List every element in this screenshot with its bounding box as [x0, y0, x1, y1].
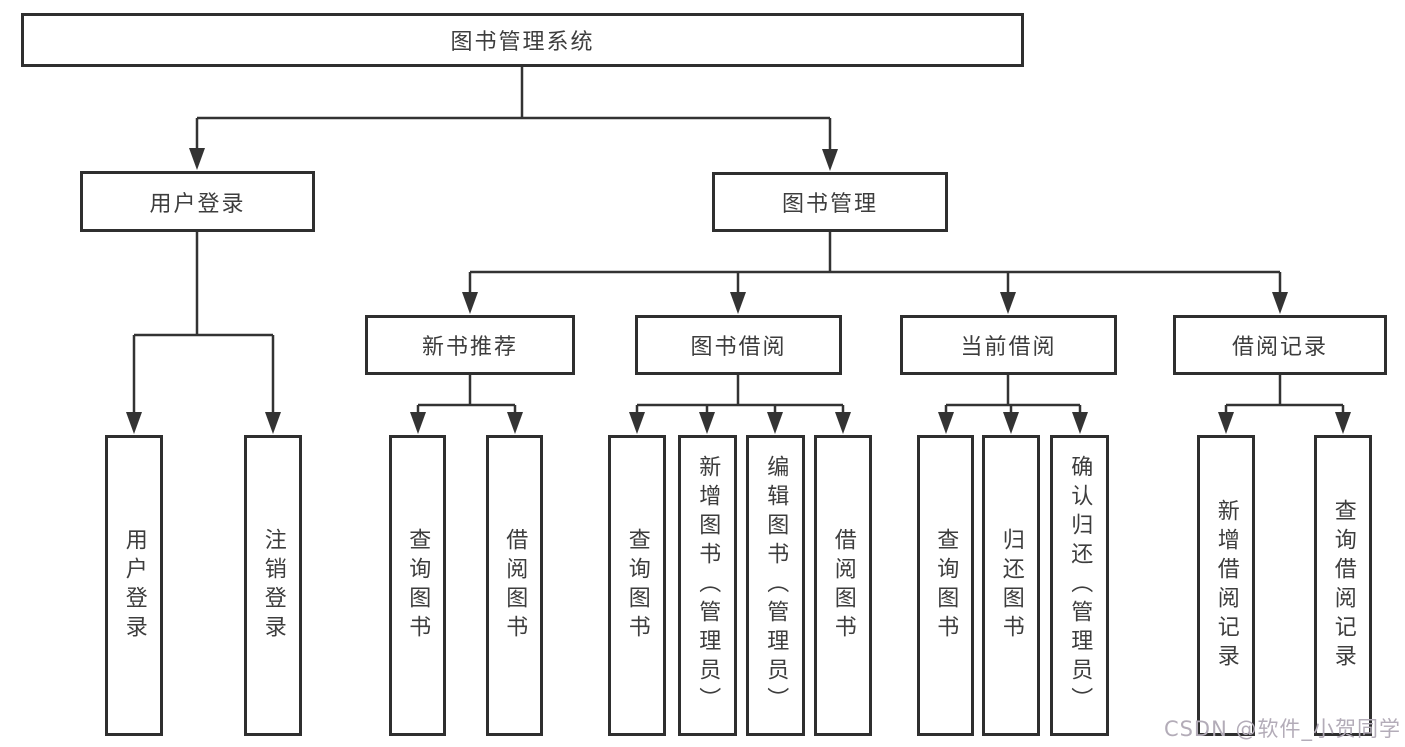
leaf-current-query-books: 查询图书 [917, 435, 974, 736]
leaf-user-login-label: 用户登录 [121, 527, 147, 644]
node-user-login: 用户登录 [80, 171, 315, 232]
node-current-borrow-label: 当前借阅 [960, 335, 1057, 360]
leaf-confirm-return-admin: 确认归还（管理员） [1050, 435, 1109, 736]
arrowhead-down-icon [1335, 412, 1351, 434]
leaf-user-login: 用户登录 [105, 435, 163, 736]
node-book-management: 图书管理 [712, 172, 948, 232]
leaf-add-books-admin: 新增图书（管理员） [678, 435, 737, 736]
node-root-system: 图书管理系统 [21, 13, 1024, 67]
arrowhead-down-icon [410, 412, 426, 434]
leaf-return-books: 归还图书 [982, 435, 1040, 736]
connector-book-management-to-level3 [462, 232, 1288, 314]
arrowhead-down-icon [767, 412, 783, 434]
arrowhead-down-icon [1000, 292, 1016, 314]
leaf-logout-label: 注销登录 [260, 527, 286, 644]
leaf-add-borrow-record-label: 新增借阅记录 [1213, 498, 1239, 673]
arrowhead-down-icon [1072, 412, 1088, 434]
arrowhead-down-icon [629, 412, 645, 434]
node-user-login-label: 用户登录 [149, 191, 246, 217]
connector-new-book-to-leaves [410, 375, 523, 434]
arrowhead-down-icon [938, 412, 954, 434]
arrowhead-down-icon [1218, 412, 1234, 434]
connector-user-login-to-leaves [126, 232, 281, 434]
node-book-borrow-label: 图书借阅 [690, 335, 787, 360]
arrowhead-down-icon [507, 412, 523, 434]
leaf-edit-books-admin: 编辑图书（管理员） [746, 435, 805, 736]
leaf-query-borrow-record-label: 查询借阅记录 [1330, 498, 1356, 673]
arrowhead-down-icon [462, 292, 478, 314]
arrowhead-down-icon [265, 412, 281, 434]
arrowhead-down-icon [730, 292, 746, 314]
arrowhead-down-icon [699, 412, 715, 434]
arrowhead-down-icon [1003, 412, 1019, 434]
arrowhead-down-icon [189, 148, 205, 170]
node-new-book-recommend: 新书推荐 [365, 315, 575, 375]
node-book-management-label: 图书管理 [781, 192, 878, 217]
leaf-borrow-query-books-label: 查询图书 [624, 527, 650, 644]
leaf-query-borrow-record: 查询借阅记录 [1314, 435, 1372, 736]
node-borrow-record: 借阅记录 [1173, 315, 1387, 375]
connector-root-to-level2 [189, 67, 838, 171]
leaf-borrow-borrow-books-label: 借阅图书 [830, 527, 856, 644]
leaf-confirm-return-admin-label: 确认归还（管理员） [1067, 455, 1093, 716]
arrowhead-down-icon [822, 149, 838, 171]
leaf-return-books-label: 归还图书 [998, 527, 1024, 644]
node-new-book-recommend-label: 新书推荐 [421, 335, 518, 360]
arrowhead-down-icon [1272, 292, 1288, 314]
node-book-borrow: 图书借阅 [635, 315, 842, 375]
arrowhead-down-icon [126, 412, 142, 434]
node-borrow-record-label: 借阅记录 [1231, 335, 1328, 360]
arrowhead-down-icon [835, 412, 851, 434]
connector-current-borrow-to-leaves [938, 375, 1088, 434]
leaf-newbook-query-books: 查询图书 [389, 435, 446, 736]
leaf-newbook-borrow-books-label: 借阅图书 [502, 527, 528, 644]
connector-borrow-record-to-leaves [1218, 375, 1351, 434]
connector-book-borrow-to-leaves [629, 375, 851, 434]
csdn-watermark: CSDN @软件_小贺同学 [1163, 717, 1401, 741]
leaf-newbook-borrow-books: 借阅图书 [486, 435, 543, 736]
node-current-borrow: 当前借阅 [900, 315, 1117, 375]
leaf-borrow-borrow-books: 借阅图书 [814, 435, 872, 736]
leaf-current-query-books-label: 查询图书 [933, 527, 959, 644]
node-root-system-label: 图书管理系统 [450, 30, 595, 55]
leaf-newbook-query-books-label: 查询图书 [405, 527, 431, 644]
leaf-add-borrow-record: 新增借阅记录 [1197, 435, 1255, 736]
leaf-edit-books-admin-label: 编辑图书（管理员） [763, 455, 789, 716]
leaf-add-books-admin-label: 新增图书（管理员） [695, 455, 721, 716]
leaf-borrow-query-books: 查询图书 [608, 435, 666, 736]
leaf-logout: 注销登录 [244, 435, 302, 736]
